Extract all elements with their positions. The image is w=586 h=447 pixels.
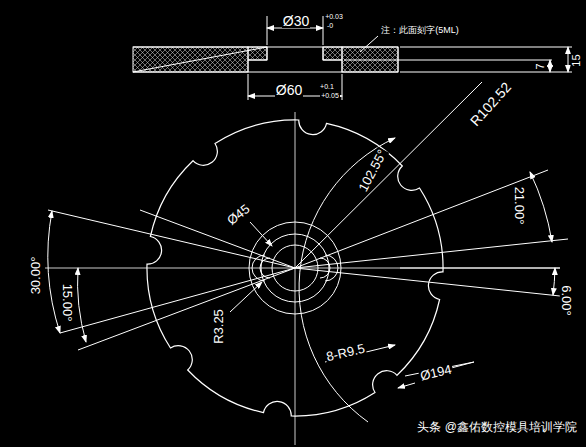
angle-line — [48, 210, 295, 268]
section-hatch — [133, 47, 248, 72]
dimension-text: 15 — [571, 53, 582, 67]
radius-line — [295, 82, 482, 268]
angle-arc — [48, 211, 60, 333]
tolerance-text: +0.1 — [319, 83, 335, 90]
dimension-text: Ø194 — [418, 362, 454, 382]
section-outline — [248, 72, 342, 73]
dimension-text: Ø45 — [224, 201, 253, 228]
angle-arc — [78, 268, 86, 342]
angle-line — [60, 268, 295, 333]
angle-line — [140, 210, 295, 268]
dimension-line — [550, 60, 551, 72]
angle-line — [295, 239, 568, 268]
dimension-text: R3.25 — [211, 308, 224, 345]
angle-text: 21.00° — [513, 185, 526, 225]
angle-text: 15.00° — [61, 282, 74, 322]
dimension-text: R102.52 — [466, 79, 513, 129]
dimension-text: 7 — [535, 62, 546, 70]
watermark: 头条 @鑫佑数控模具培训学院 — [416, 421, 578, 433]
angle-line — [295, 268, 560, 296]
leader-line — [360, 36, 378, 52]
angle-line — [78, 268, 295, 350]
dimension-text: 8-R9.5 — [325, 341, 368, 363]
tolerance-text: +0.03 — [324, 13, 344, 20]
angle-arc — [553, 268, 555, 295]
dimension-line — [568, 47, 569, 72]
tolerance-text: -0 — [326, 22, 334, 29]
angle-text: 6.00° — [559, 284, 572, 317]
leader-line — [398, 383, 415, 388]
extension-line — [344, 47, 572, 72]
section-hatch — [323, 47, 342, 60]
tolerance-text: +0.05 — [320, 92, 340, 99]
angle-line — [400, 268, 560, 269]
extension-line — [248, 74, 342, 100]
angle-arc — [299, 138, 395, 422]
dimension-text: Ø60 — [275, 83, 303, 97]
angle-text: 30.00° — [29, 255, 42, 295]
dimension-text: Ø30 — [282, 14, 310, 28]
angle-line — [295, 170, 548, 268]
note-text: 注：此面刻字(5ML) — [380, 26, 460, 35]
leader-line — [250, 222, 272, 246]
angle-text: 102.55° — [355, 146, 389, 194]
angle-arc — [530, 172, 552, 242]
center-line — [45, 112, 560, 445]
